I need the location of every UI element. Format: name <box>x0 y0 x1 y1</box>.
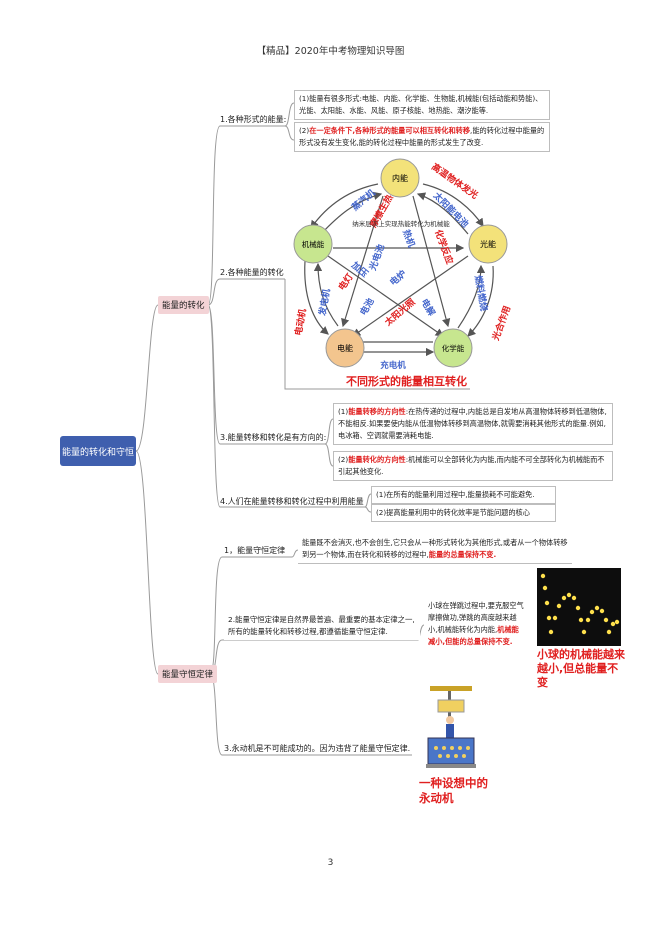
box-num: (2) <box>338 455 349 464</box>
ball-text-red: 机械能减小,但能的总量保持不变. <box>428 625 519 646</box>
red-highlight: 能量转移的方向性 <box>348 407 406 416</box>
root-node: 能量的转化和守恒 <box>60 436 136 466</box>
page-header: 【精品】2020年中考物理知识导图 <box>256 46 405 57</box>
arrow-charger: 充电机 <box>380 360 406 371</box>
bouncing-ball-caption: 小球的机械能越来越小,但总能量不变 <box>537 648 625 689</box>
node-light-label: 光能 <box>480 239 496 249</box>
bouncing-ball-text: 小球在弹跳过程中,要克服空气摩擦做功,弹跳的高度越来越小,机械能转化为内能,机械… <box>424 598 528 650</box>
red-highlight: 能量转化的方向性 <box>348 455 406 464</box>
arrow-photoelectric: 光电池 <box>366 243 387 273</box>
node-chemical-label: 化学能 <box>442 343 465 353</box>
arrow-photosynth: 光合作用 <box>489 304 513 343</box>
arrow-motor: 电动机 <box>292 308 309 337</box>
node-electric: 电能 <box>325 328 365 368</box>
arrow-electrolysis: 电解 <box>418 297 437 319</box>
arrow-battery: 电池 <box>357 296 376 318</box>
item-perpetual-motion-label: 3.永动机是不可能成功的。因为违背了能量守恒定律. <box>224 744 411 753</box>
page-number: 3 <box>327 858 334 868</box>
arrow-furnace: 电炉 <box>387 268 409 289</box>
node-light: 光能 <box>468 224 508 264</box>
node-mechanical-label: 机械能 <box>302 239 325 249</box>
category-energy-conservation: 能量守恒定律 <box>158 665 218 683</box>
item-conservation-law-label: 1，能量守恒定律 <box>224 546 286 555</box>
energy-cycle-diagram: 内能 机械能 光能 电能 化学能 蒸汽机 摩擦生热 热机 高温物体发光 太阳能电… <box>292 158 513 371</box>
conservation-law-text: 能量既不会消灭,也不会创生,它只会从一种形式转化为其他形式,或者从一个物体转移到… <box>298 535 572 564</box>
energy-conversion-box: (2)在一定条件下,各种形式的能量可以相互转化和转移,能的转化过程中能量的形式没… <box>294 122 550 152</box>
center-note: 纳米层次上实现热能转化为机械能 <box>352 219 450 228</box>
cycle-caption: 不同形式的能量相互转化 <box>346 375 467 388</box>
box-num: (2) <box>299 126 310 135</box>
node-internal: 内能 <box>380 158 420 198</box>
box-num: (1) <box>338 407 349 416</box>
arrow-heat-engine: 热机 <box>400 228 417 249</box>
node-mechanical: 机械能 <box>293 224 333 264</box>
box-rest: :机械能可以全部转化为内能,而内能不可全部转化为机械能而不引起其他变化. <box>338 455 605 476</box>
energy-forms-box: (1)能量有很多形式:电能、内能、化学能、生物能,机械能(包括动能和势能)、光能… <box>294 90 550 120</box>
item-energy-forms-label: 1.各种形式的能量: <box>220 115 287 124</box>
arrow-steam: 蒸汽机 <box>349 187 377 214</box>
law-text-plain: 能量既不会消灭,也不会创生,它只会从一种形式转化为其他形式,或者从一个物体转移到… <box>302 538 568 559</box>
node-internal-label: 内能 <box>392 173 408 183</box>
arrow-electric-light: 电灯 <box>336 271 356 293</box>
perpetual-motion-caption: 一种设想中的永动机 <box>419 776 488 805</box>
node-electric-label: 电能 <box>337 343 353 353</box>
red-highlight: 在一定条件下,各种形式的能量可以相互转化和转移 <box>309 126 471 135</box>
direction-box-1: (1)能量转移的方向性:在热传递的过程中,内能总是自发地从高温物体转移到低温物体… <box>333 403 613 445</box>
box-rest: :在热传递的过程中,内能总是自发地从高温物体转移到低温物体,不能相反.如果要使内… <box>338 407 607 440</box>
item-utilization-label: 4.人们在能量转移和转化过程中利用能量 <box>220 497 364 506</box>
bouncing-ball-image <box>537 568 621 646</box>
perpetual-motion-image <box>426 686 476 768</box>
arrow-chem-reaction: 化学反应 <box>432 228 456 266</box>
law-text-red: 能量的总量保持不变. <box>428 550 497 559</box>
item-direction-label: 3.能量转移和转化是有方向的: <box>220 433 327 442</box>
ball-trail <box>540 573 620 635</box>
item-energy-conversion-label: 2.各种能量的转化 <box>220 268 284 277</box>
ball-text-plain: 小球在弹跳过程中,要克服空气摩擦做功,弹跳的高度越来越小,机械能转化为内能, <box>428 601 524 634</box>
category-energy-conversion: 能量的转化 <box>158 296 209 314</box>
node-chemical: 化学能 <box>433 328 473 368</box>
utilization-box-1: (1)在所有的能量利用过程中,能量损耗不可能避免. <box>371 486 556 504</box>
direction-box-2: (2)能量转化的方向性:机械能可以全部转化为内能,而内能不可全部转化为机械能而不… <box>333 451 613 481</box>
utilization-box-2: (2)提高能量利用中的转化效率是节能问题的核心 <box>371 504 556 522</box>
arrow-fuel-burn: 燃料燃烧 <box>472 274 490 312</box>
item-universal-law-label: 2.能量守恒定律是自然界最普遍、最重要的基本定律之一,所有的能量转化和转移过程,… <box>224 612 420 640</box>
box-rest: ,能的转化过程中能量的形式没有发生变化,能的转化过程中能量的形式发生了改变. <box>299 126 545 147</box>
